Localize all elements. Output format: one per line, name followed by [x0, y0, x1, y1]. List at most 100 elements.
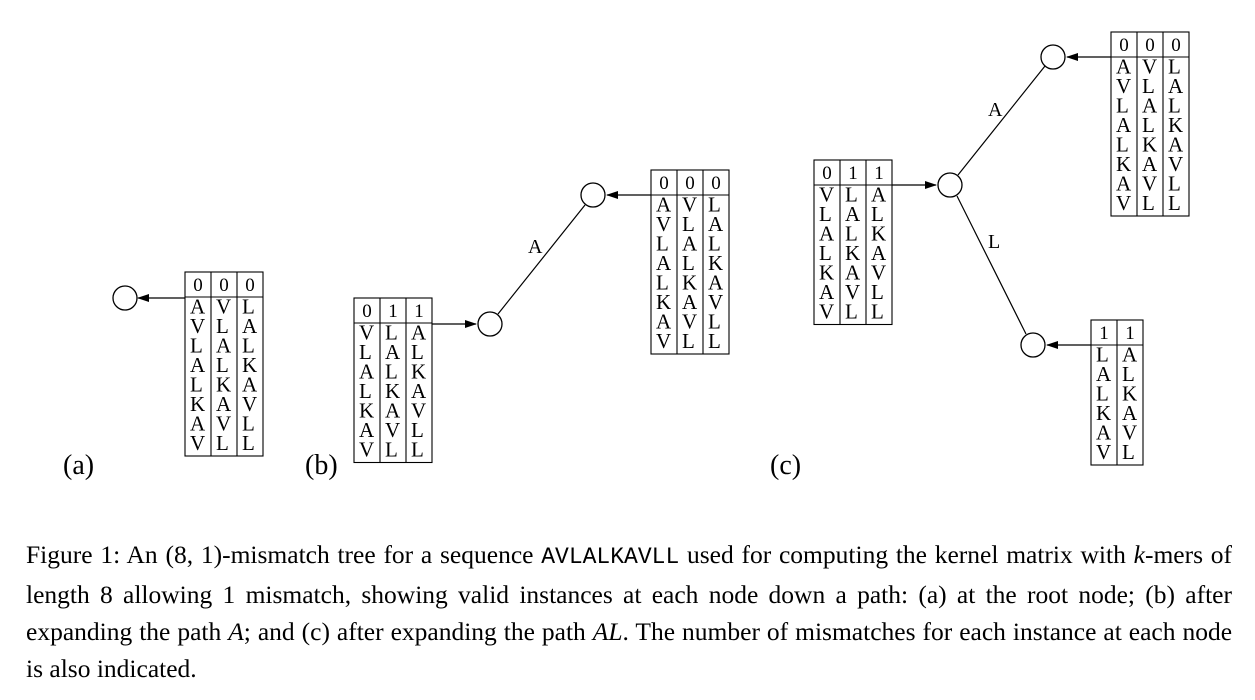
kmer-letter: L	[242, 295, 255, 319]
kmer-letter: K	[1096, 401, 1111, 425]
edge-label-l: L	[988, 231, 1000, 253]
kmer-letter: V	[708, 290, 723, 314]
table-border	[353, 297, 433, 464]
kmer-letter: A	[871, 241, 887, 265]
mismatch-count: 1	[1099, 323, 1109, 344]
kmer-letter: K	[385, 379, 400, 403]
mismatch-count: 0	[219, 275, 229, 296]
kmer-letter: L	[682, 329, 695, 353]
caption-prefix: Figure 1:	[26, 540, 121, 569]
mismatch-count: 0	[1145, 35, 1155, 56]
kmer-letter: L	[1142, 191, 1155, 215]
kmer-letter: V	[359, 321, 374, 345]
kmer-letter: L	[1122, 362, 1135, 386]
kmer-letter: L	[1168, 172, 1181, 196]
kmer-letter: L	[359, 379, 372, 403]
caption-path-a: A	[228, 617, 244, 646]
kmer-letter: L	[385, 360, 398, 384]
kmer-letter: A	[845, 261, 861, 285]
kmer-letter: L	[708, 232, 721, 256]
kmer-letter: A	[216, 334, 232, 358]
kmer-letter: L	[190, 373, 203, 397]
kmer-letter: L	[1168, 94, 1181, 118]
kmer-letter: A	[871, 183, 887, 207]
kmer-letter: V	[216, 295, 231, 319]
kmer-letter: V	[1116, 74, 1131, 98]
figure-caption: Figure 1: An (8, 1)-mismatch tree for a …	[26, 536, 1232, 687]
mismatch-count: 0	[685, 173, 695, 194]
kmer-letter: A	[190, 353, 206, 377]
kmer-letter: A	[1116, 113, 1132, 137]
table-border	[650, 169, 730, 355]
kmer-letter: A	[1142, 152, 1158, 176]
kmer-letter: L	[385, 321, 398, 345]
mismatch-count: 0	[1171, 35, 1181, 56]
kmer-letter: A	[1122, 343, 1138, 367]
kmer-letter: L	[1096, 382, 1109, 406]
tree-edge	[497, 204, 586, 315]
kmer-letter: V	[871, 261, 886, 285]
mismatch-count: 0	[711, 173, 721, 194]
kmer-letter: A	[359, 360, 375, 384]
kmer-letter: L	[242, 431, 255, 455]
kmer-letter: A	[359, 418, 375, 442]
mismatch-count: 0	[362, 301, 372, 322]
kmer-letter: L	[216, 353, 229, 377]
kmer-letter: L	[216, 431, 229, 455]
kmer-letter: L	[1096, 343, 1109, 367]
kmer-letter: A	[190, 412, 206, 436]
root-node	[937, 172, 963, 198]
kmer-letter: A	[385, 340, 401, 364]
kmer-letter: V	[190, 314, 205, 338]
kmer-letter: K	[656, 290, 671, 314]
kmer-letter: L	[682, 251, 695, 275]
kmer-letter: L	[359, 340, 372, 364]
caption-text: . The number of mismatches for each inst…	[26, 617, 1233, 683]
kmer-letter: L	[845, 183, 858, 207]
caption-text: ; and (c) after expanding the path	[243, 617, 593, 646]
kmer-letter: L	[411, 418, 424, 442]
kmer-letter: A	[411, 321, 427, 345]
kmer-letter: L	[845, 222, 858, 246]
kmer-letter: L	[1142, 113, 1155, 137]
kmer-letter: A	[682, 290, 698, 314]
kmer-letter: K	[1142, 133, 1157, 157]
kmer-letter: K	[819, 261, 834, 285]
kmer-letter: V	[656, 212, 671, 236]
caption-text: -mers of length 8 allowing 1 mismatch, s…	[26, 540, 1233, 646]
kmer-letter: L	[411, 438, 424, 462]
kmer-letter: V	[682, 310, 697, 334]
kmer-letter: L	[871, 202, 884, 226]
panel-label: (b)	[305, 450, 338, 481]
kmer-letter: A	[1168, 74, 1184, 98]
kmer-letter: K	[871, 222, 886, 246]
kmer-letter: A	[708, 271, 724, 295]
kmer-letter: L	[708, 329, 721, 353]
mismatch-count: 1	[1125, 323, 1135, 344]
mismatch-count: 1	[414, 301, 424, 322]
kmer-letter: L	[1142, 74, 1155, 98]
kmer-letter: L	[190, 334, 203, 358]
kmer-letter: A	[242, 373, 258, 397]
tree-edge	[956, 195, 1027, 335]
kmer-letter: A	[190, 295, 206, 319]
tree-edge	[957, 65, 1046, 176]
kmer-letter: K	[216, 373, 231, 397]
kmer-letter: L	[871, 300, 884, 324]
root-node	[477, 311, 503, 337]
caption-text: An	[120, 540, 166, 569]
kmer-letter: K	[411, 360, 426, 384]
kmer-letter: K	[190, 392, 205, 416]
caption-param: (8, 1)	[165, 540, 223, 569]
kmer-letter: L	[845, 300, 858, 324]
mismatch-count: 0	[822, 163, 832, 184]
kmer-letter: L	[242, 412, 255, 436]
kmer-letter: L	[656, 271, 669, 295]
kmer-letter: V	[1116, 191, 1131, 215]
kmer-letter: A	[1116, 172, 1132, 196]
kmer-letter: V	[242, 392, 257, 416]
